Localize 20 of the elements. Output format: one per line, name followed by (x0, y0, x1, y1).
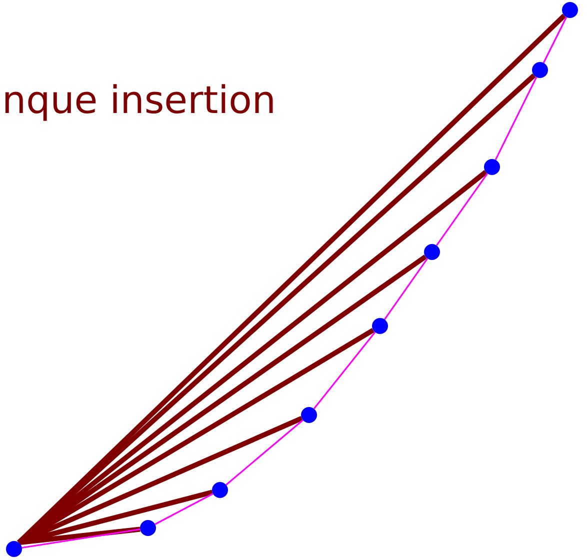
heading-text: nque insertion (2, 78, 276, 122)
connector-line (542, 16, 568, 64)
point-marker (140, 520, 156, 536)
connector-line (384, 258, 428, 320)
point-marker (424, 244, 440, 260)
point-marker (484, 159, 500, 175)
point-marker (212, 482, 228, 498)
point-marker (301, 407, 317, 423)
connector-line (22, 528, 140, 549)
connector-line (436, 173, 488, 246)
point-marker (562, 2, 578, 18)
connector-line (226, 420, 304, 486)
connector-line (17, 14, 566, 544)
connector-line (154, 493, 214, 525)
point-marker (6, 541, 22, 557)
connector-line (494, 76, 538, 160)
point-marker (532, 62, 548, 78)
connector-line (18, 526, 140, 546)
point-marker (372, 318, 388, 334)
connector-line (313, 332, 376, 410)
